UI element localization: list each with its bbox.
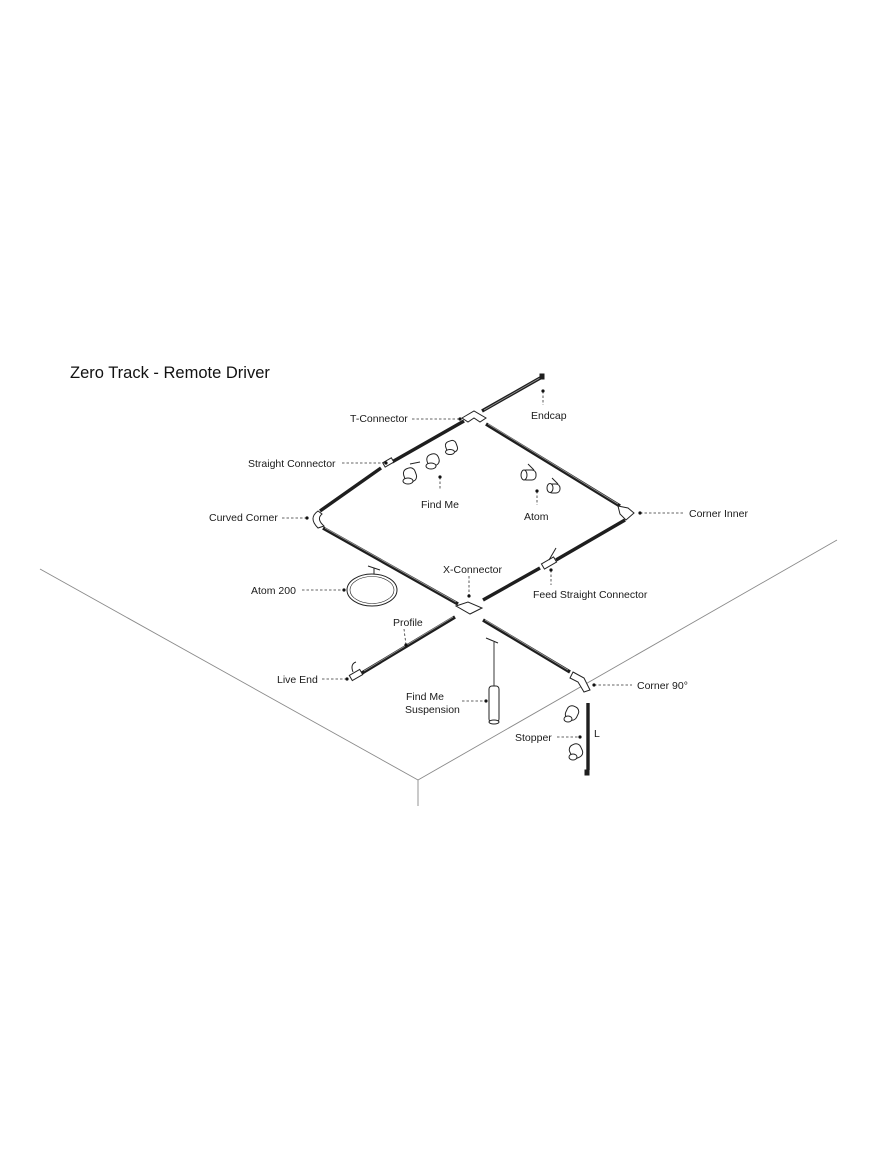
label-find-me-suspension-line1: Find Me — [406, 691, 444, 703]
ceiling-plane-edge — [39, 539, 838, 781]
atom-200-pendant — [346, 565, 398, 607]
feed-straight-connector-part — [540, 556, 558, 570]
feed-wire — [548, 547, 557, 561]
find-me-spot-2 — [425, 453, 440, 470]
label-endcap: Endcap — [531, 410, 567, 422]
corner-inner-part — [617, 505, 635, 521]
label-t-connector: T-Connector — [350, 413, 408, 425]
luminaires — [346, 439, 584, 761]
track-profile-lower-left — [361, 615, 456, 675]
label-corner-90: Corner 90° — [637, 680, 688, 692]
track-system — [319, 375, 626, 770]
label-find-me-suspension-line2: Suspension — [405, 704, 460, 716]
label-atom-200: Atom 200 — [251, 585, 296, 597]
t-connector-part — [461, 410, 487, 423]
endcap-part — [539, 373, 545, 380]
label-live-end: Live End — [277, 674, 318, 686]
label-feed-straight-connector: Feed Straight Connector — [533, 589, 648, 601]
track-profile-upper-right — [485, 422, 621, 508]
curved-corner-part — [312, 510, 325, 529]
live-end-part — [348, 668, 364, 682]
label-straight-connector: Straight Connector — [248, 458, 336, 470]
stopper-part — [584, 769, 590, 776]
label-profile: Profile — [393, 617, 423, 629]
track-profile-right-a — [555, 518, 626, 562]
label-stopper: Stopper — [515, 732, 552, 744]
track-profile-upper-left-a — [391, 419, 465, 464]
diagram-title: Zero Track - Remote Driver — [70, 364, 270, 382]
label-curved-corner: Curved Corner — [209, 512, 278, 524]
label-atom: Atom — [524, 511, 549, 523]
label-corner-inner: Corner Inner — [689, 508, 748, 520]
track-profile-lower-right — [482, 618, 571, 674]
atom-spot-2 — [546, 477, 561, 494]
live-end-wire — [351, 661, 357, 673]
track-profile-left — [322, 526, 459, 606]
find-me-spot-1 — [402, 461, 421, 485]
connectors — [312, 373, 635, 776]
label-x-connector: X-Connector — [443, 564, 502, 576]
callout-labels: Endcap T-Connector Straight Connector Fi… — [209, 410, 748, 744]
wall-spot-1 — [563, 705, 580, 723]
track-profile-right-b — [482, 566, 541, 602]
label-find-me: Find Me — [421, 499, 459, 511]
atom-spot-1 — [520, 463, 537, 481]
ceiling-plane — [39, 539, 838, 806]
callout-leaders — [282, 389, 683, 739]
track-profile-upper-left-b — [319, 466, 382, 513]
x-connector-part — [454, 601, 484, 615]
find-me-spot-3 — [444, 439, 459, 455]
wall-spot-2 — [568, 743, 584, 761]
straight-connector-part — [381, 457, 395, 468]
label-length: L — [594, 728, 600, 740]
find-me-suspension-pendant — [485, 637, 500, 725]
corner-90-part — [569, 671, 591, 693]
